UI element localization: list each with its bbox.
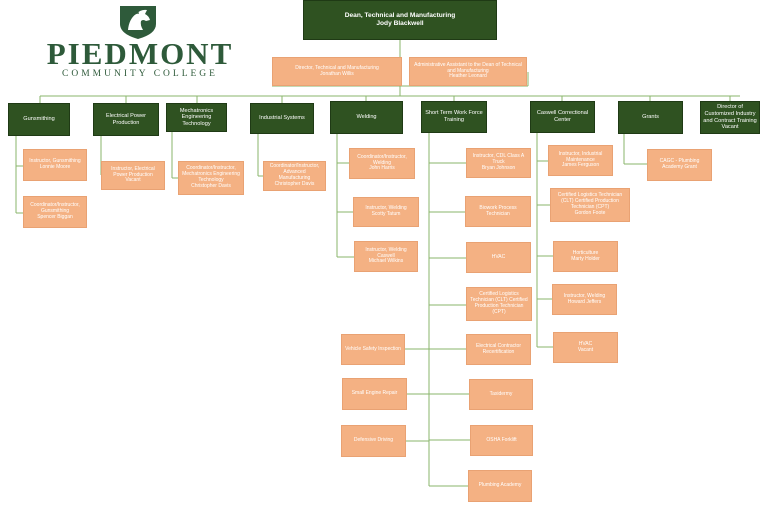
dept-industrial-systems: Industrial Systems [250,103,314,134]
dept-customized-title: Director of Customized Industry and Cont… [703,104,757,124]
staff-name: Scotty Tatum [371,211,401,217]
staff-box: Certified Logistics Technician (CLT) Cer… [550,188,630,222]
program-title: Certified Logistics Technician (CLT) Cer… [470,291,528,315]
staff-name: Gordon Foote [574,209,606,216]
program-box: Plumbing Academy [468,470,532,502]
program-title: OSHA Forklift [486,436,517,443]
dept-grants-label: Grants [642,114,659,121]
staff-title: HVAC [578,340,593,347]
staff-name: Christopher Davis [191,182,231,189]
dept-grants: Grants [618,101,683,134]
dept-short-term: Short Term Work Force Training [421,101,487,133]
program-title: Electrical Contractor Recertification [475,342,521,355]
staff-name: Marty Holder [571,255,600,262]
dept-mechatronics: Mechatronics Engineering Technology [166,103,227,132]
staff-box: Coordinator/Instructor, Welding John Har… [349,148,415,179]
staff-name: Vacant [125,177,141,184]
director-box: Director, Technical and Manufacturing Jo… [272,57,402,86]
director-name: Jonathan Willis [320,70,354,77]
staff-title: Instructor, Welding Caswell [365,246,407,259]
dept-customized-training: Director of Customized Industry and Cont… [700,101,760,134]
staff-box: HVAC Vacant [553,332,618,363]
dept-short-term-label: Short Term Work Force Training [425,110,483,123]
staff-box: Coordinator/Instructor, Mechatronics Eng… [178,161,244,195]
program-box: Biowork Process Technician [465,196,531,227]
staff-box: Instructor, Welding Scotty Tatum [353,197,419,227]
logo-wordmark: PIEDMONT [46,36,234,71]
staff-box: Instructor, Gunsmithing Lonnie Moore [23,149,87,181]
dept-mechatronics-label: Mechatronics Engineering Technology [179,107,214,127]
dept-electrical-power-label: Electrical Power Production [105,112,147,126]
horse-head-shield-icon [120,6,156,39]
staff-box: Horticulture Marty Holder [553,241,618,272]
program-title: Small Engine Repair [351,390,398,397]
program-title: Biowork Process Technician [479,204,517,217]
staff-box: Instructor, Welding Caswell Michael Wilk… [354,241,418,272]
staff-box: Coordinator/Instructor, Advanced Manufac… [263,161,326,191]
program-title: Plumbing Academy [478,482,522,489]
program-box: HVAC [466,242,531,273]
program-title: HVAC [491,253,506,260]
staff-title: Instructor, Gunsmithing [29,158,81,165]
program-box: Taxidermy [469,379,533,410]
dept-welding-label: Welding [356,114,377,121]
program-box: Vehicle Safety Inspection [341,334,405,365]
dept-industrial-systems-label: Industrial Systems [259,115,305,122]
assistant-box: Administrative Assistant to the Dean of … [409,57,527,86]
assistant-name: Heather Leonard [449,73,487,80]
staff-title: Instructor, Electrical Power Production [111,165,155,178]
dept-caswell: Caswell Correctional Center [530,101,595,133]
staff-name: Howard Jeffers [567,298,602,305]
director-title: Director, Technical and Manufacturing [295,64,379,71]
grant-title: CAGC - Plumbing Academy Grant [659,158,700,170]
logo-subtitle: COMMUNITY COLLEGE [62,69,218,79]
program-name: Bryan Johnson [481,164,516,171]
staff-name: Lonnie Moore [39,164,71,170]
program-box: OSHA Forklift [470,425,533,456]
dept-welding: Welding [330,101,403,134]
dean-name: Jody Blackwell [376,20,424,27]
program-title: Taxidermy [489,390,513,397]
program-title: Defensive Driving [353,437,394,444]
staff-name: Vacant [577,346,594,353]
program-box: Small Engine Repair [342,378,407,410]
assistant-title: Administrative Assistant to the Dean of … [414,61,522,74]
program-box: Electrical Contractor Recertification [466,334,531,365]
staff-title: Certified Logistics Technician (CLT) Cer… [557,192,623,210]
staff-name: John Harris [369,165,395,172]
dept-customized-name: Vacant [721,124,739,131]
staff-title: Horticulture [572,249,599,256]
staff-title: Instructor, Industrial Maintenance [558,150,603,163]
staff-box: Instructor, Welding Howard Jeffers [552,284,617,315]
piedmont-logo: PIEDMONT COMMUNITY COLLEGE [40,2,240,80]
staff-box: Coordinator/Instructor, Gunsmithing Spen… [23,196,87,228]
grant-box: CAGC - Plumbing Academy Grant [647,149,712,181]
dept-electrical-power: Electrical Power Production [93,103,159,136]
dept-gunsmithing-label: Gunsmithing [23,116,55,123]
dean-box: Dean, Technical and Manufacturing Jody B… [303,0,497,40]
program-box: Certified Logistics Technician (CLT) Cer… [466,287,532,321]
staff-box: Instructor, Industrial Maintenance James… [548,145,613,176]
dept-gunsmithing: Gunsmithing [8,103,70,136]
staff-box: Instructor, Electrical Power Production … [101,161,165,190]
staff-title: Instructor, Welding [365,205,407,212]
staff-title: Instructor, Welding [563,292,606,299]
dept-caswell-label: Caswell Correctional Center [536,110,589,123]
staff-name: Spencer Biggan [37,213,73,220]
program-title: Vehicle Safety Inspection [345,345,401,352]
dean-title: Dean, Technical and Manufacturing [344,12,456,20]
staff-name: Michael Wilkins [368,258,404,265]
staff-title: Coordinator/Instructor, Mechatronics Eng… [182,165,240,183]
program-box: Defensive Driving [341,425,406,457]
program-title: Instructor, CDL Class A Truck [472,153,525,166]
staff-name: James Ferguson [561,162,600,169]
staff-title: Coordinator/Instructor, Welding [357,153,407,166]
staff-name: Christopher Davis [274,180,315,187]
program-box: Instructor, CDL Class A Truck Bryan John… [466,148,531,178]
staff-title: Coordinator/Instructor, Advanced Manufac… [269,163,320,181]
staff-title: Coordinator/Instructor, Gunsmithing [30,202,80,215]
